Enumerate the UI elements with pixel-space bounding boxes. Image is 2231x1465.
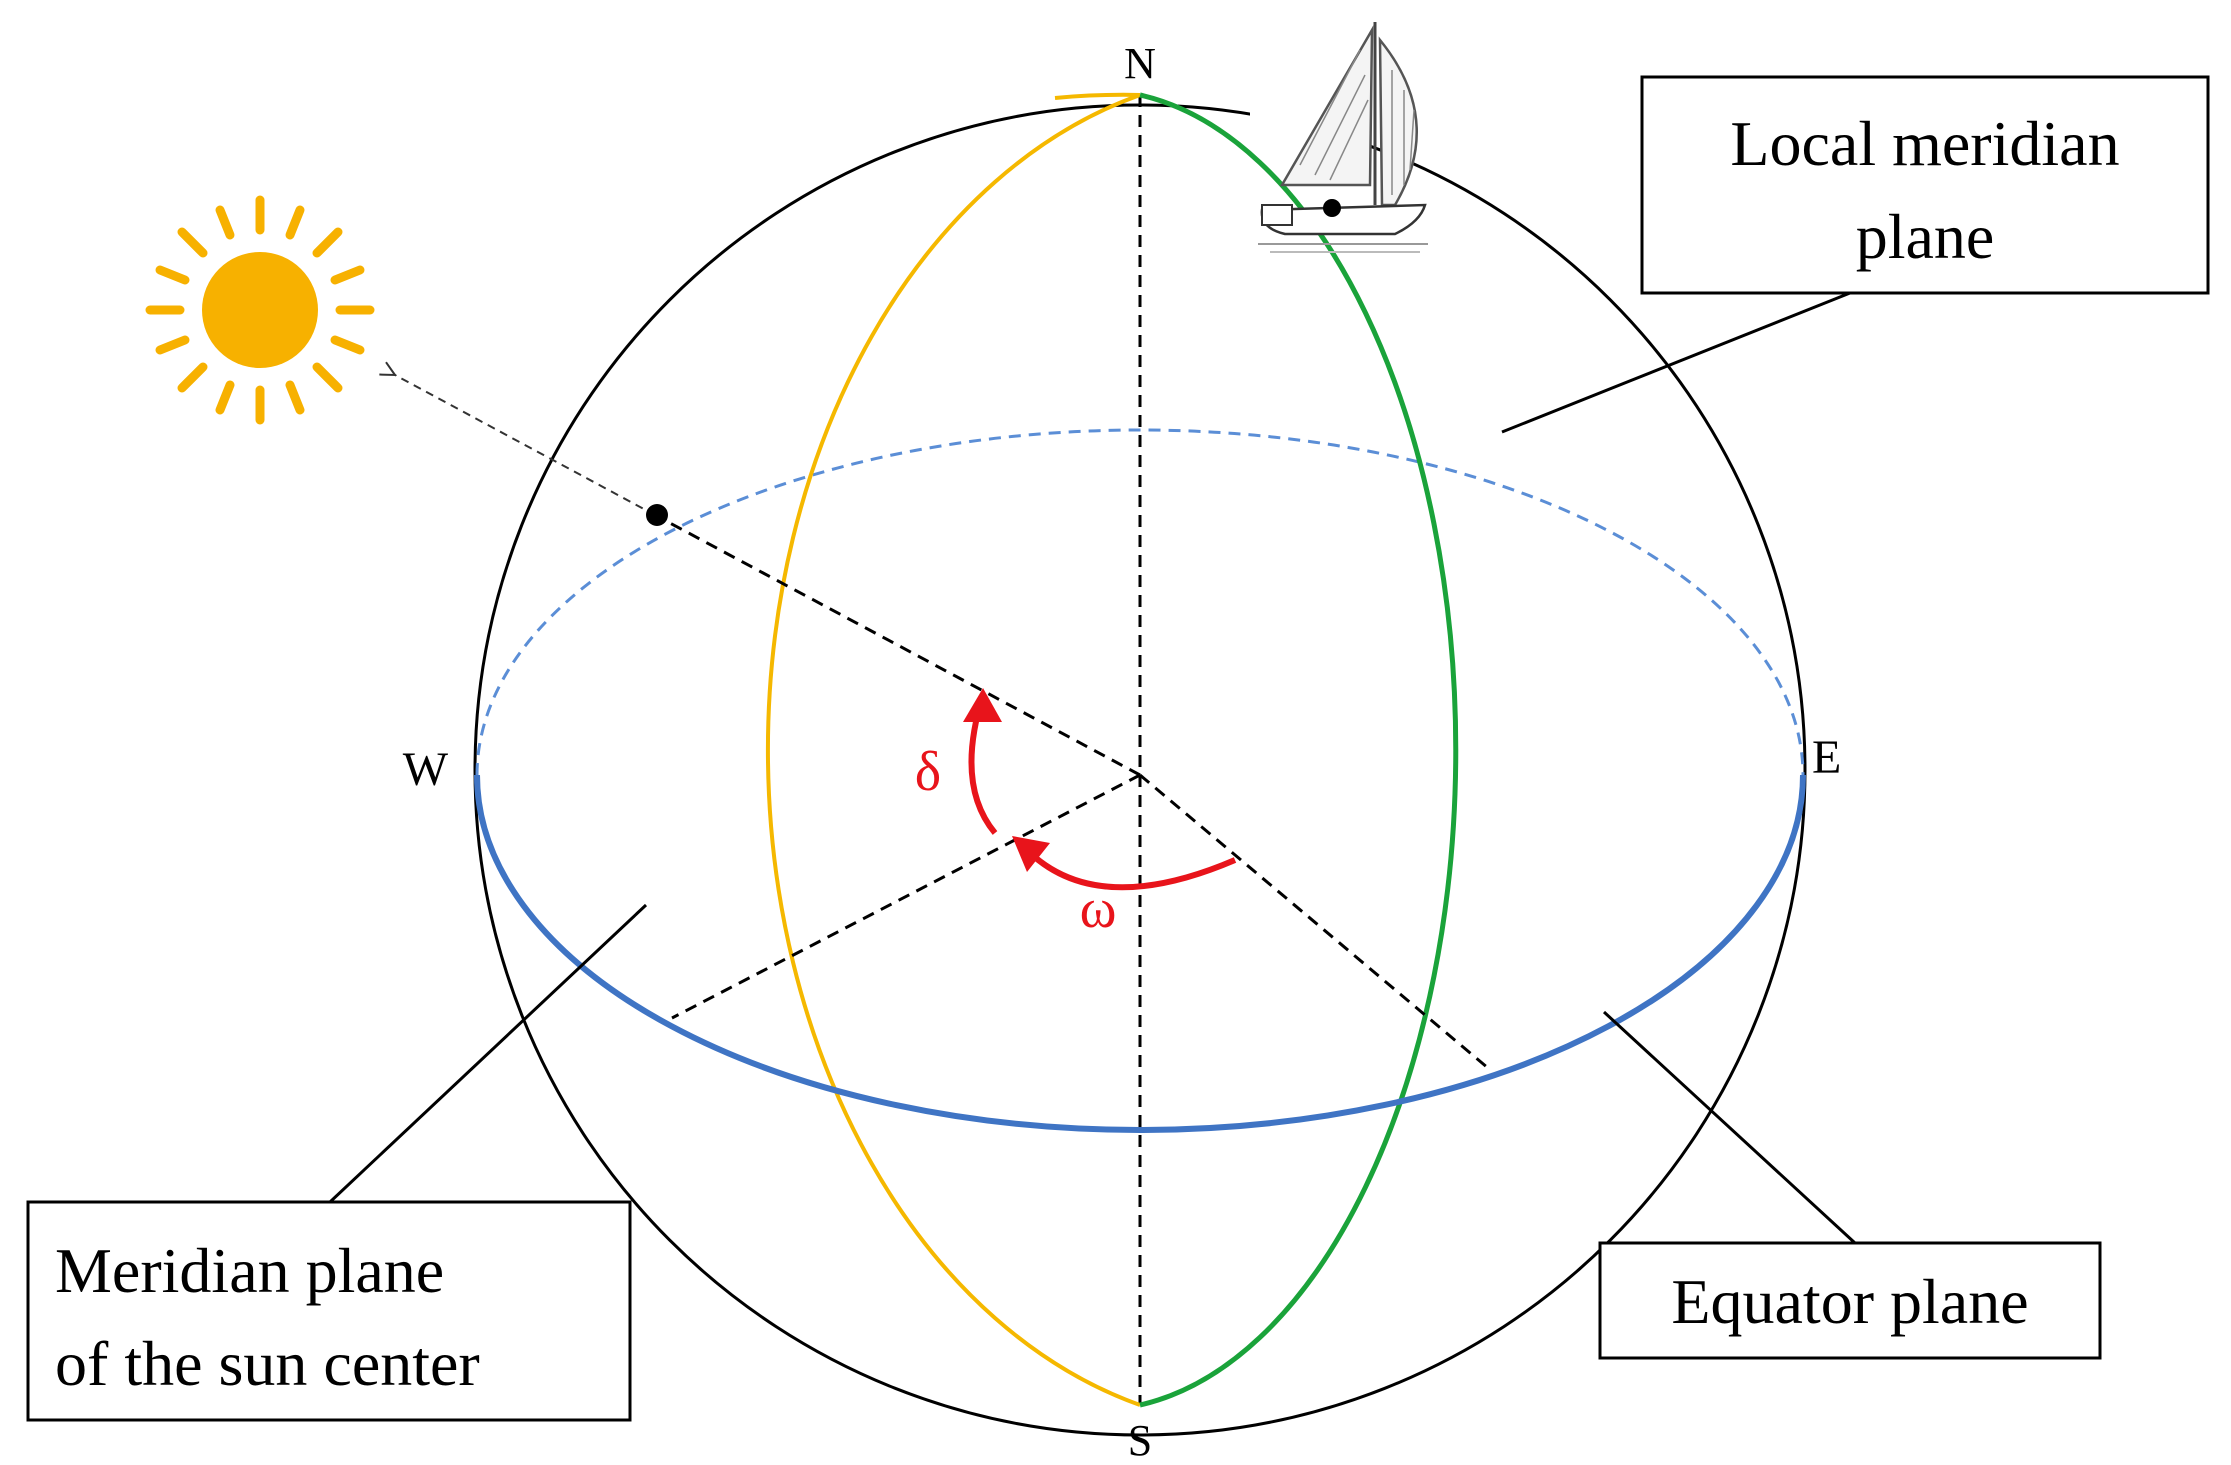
sun-meridian-callout: Meridian plane of the sun center — [26, 1200, 632, 1422]
equator-leader — [1602, 1010, 1857, 1245]
sun-icon — [145, 195, 375, 425]
delta-label: δ — [915, 741, 941, 803]
west-label: W — [403, 743, 449, 796]
sun-direction-line — [654, 513, 1141, 777]
sun-meridian-callout-line1: Meridian plane — [55, 1235, 444, 1306]
omega-angle-arc — [1022, 845, 1237, 891]
delta-arrowhead — [963, 688, 1002, 722]
sun-meridian-radius — [671, 773, 1141, 1020]
omega-arrowhead — [1012, 836, 1050, 872]
sailboat-icon — [1250, 22, 1428, 253]
local-meridian-callout-line2: plane — [1856, 201, 1995, 272]
sun-projection-point — [646, 504, 668, 526]
omega-label: ω — [1080, 878, 1117, 940]
east-label: E — [1812, 731, 1841, 784]
sun-meridian-top-cap — [1054, 92, 1141, 100]
local-meridian-leader — [1501, 291, 1851, 434]
local-meridian-circle — [1139, 92, 1459, 1408]
south-label: S — [1128, 1416, 1152, 1465]
local-meridian-radius — [1139, 773, 1489, 1070]
north-label: N — [1124, 39, 1156, 88]
equator-callout: Equator plane — [1598, 1241, 2102, 1360]
boat-position-point — [1323, 199, 1341, 217]
local-meridian-callout-line1: Local meridian — [1730, 108, 2119, 179]
sun-direction-extension — [395, 375, 656, 516]
sun-meridian-leader — [328, 903, 648, 1204]
equator-callout-text: Equator plane — [1671, 1266, 2028, 1337]
sun-meridian-circle — [765, 93, 1141, 1407]
sun-meridian-callout-line2: of the sun center — [55, 1328, 480, 1399]
equator-back-arc — [475, 428, 1805, 776]
local-meridian-callout: Local meridian plane — [1640, 75, 2210, 295]
equator-front-arc — [474, 774, 1806, 1133]
